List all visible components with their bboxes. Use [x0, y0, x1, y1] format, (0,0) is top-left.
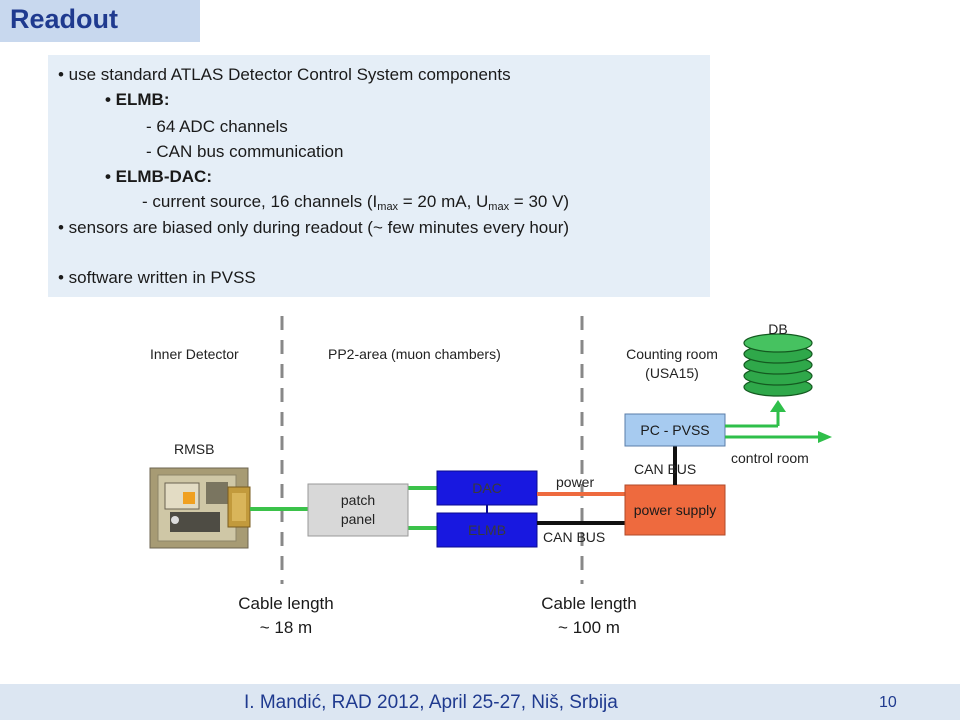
patch-panel-line1: patch	[340, 492, 376, 508]
footer-bar	[0, 684, 960, 720]
bullet-box	[48, 55, 710, 297]
counting-room-line2: (USA15)	[645, 365, 699, 381]
rmsb-label: RMSB	[174, 441, 215, 457]
patch-panel-line2: panel	[340, 511, 376, 527]
current-source-text-1: - current source, 16 channels (I	[142, 192, 378, 211]
bullet-elmb: • ELMB:	[105, 90, 170, 110]
control-room-arrow-head	[818, 431, 832, 443]
cable-length-18m-line2: ~ 18 m	[259, 618, 313, 637]
bullet-elmb-label: • ELMB:	[105, 90, 170, 109]
patch-panel-label: patch panel	[308, 484, 408, 536]
cable-length-100m-line1: Cable length	[541, 594, 637, 613]
bullet-elmb-dac: • ELMB-DAC:	[105, 167, 212, 187]
bullet-biased: • sensors are biased only during readout…	[58, 218, 570, 237]
cable-length-100m: Cable length ~ 100 m	[525, 594, 653, 638]
dac-box	[436, 470, 538, 506]
imax-subscript: max	[377, 201, 399, 213]
current-source-text-3: = 30 V)	[509, 192, 570, 211]
rmsb-board-image	[149, 467, 251, 549]
area-label-inner-detector: Inner Detector	[150, 346, 239, 362]
db-label: DB	[768, 321, 788, 337]
power-supply-box	[624, 484, 726, 536]
area-label-pp2: PP2-area (muon chambers)	[328, 346, 501, 362]
cable-length-100m-line2: ~ 100 m	[558, 618, 620, 637]
power-label: power	[556, 474, 595, 490]
slide-title: Readout	[10, 4, 118, 34]
db-stack	[743, 333, 813, 397]
power-supply-label: power supply	[633, 502, 717, 518]
footer-citation: I. Mandić, RAD 2012, April 25-27, Niš, S…	[244, 692, 618, 713]
umax-subscript: max	[488, 201, 510, 213]
db-arrow-head	[770, 400, 786, 412]
patch-panel-box	[307, 483, 409, 537]
pc-pvss-label: PC - PVSS	[640, 422, 710, 438]
bullet-dcs: • use standard ATLAS Detector Control Sy…	[58, 65, 511, 84]
elmb-label: ELMB	[467, 522, 507, 538]
cable-length-18m: Cable length ~ 18 m	[222, 594, 350, 638]
cable-length-18m-line1: Cable length	[238, 594, 334, 613]
control-room-label: control room	[731, 450, 809, 466]
can-bus-label-top: CAN BUS	[634, 461, 697, 477]
bullet-current-source: - current source, 16 channels (Imax = 20…	[142, 192, 570, 213]
bullet-adc-channels: - 64 ADC channels	[146, 117, 288, 136]
can-bus-label-bottom: CAN BUS	[543, 529, 606, 545]
current-source-text-2: = 20 mA, U	[398, 192, 489, 211]
bullet-elmb-dac-label: • ELMB-DAC:	[105, 167, 212, 186]
bullet-can-bus: - CAN bus communication	[146, 142, 344, 161]
dac-label: DAC	[472, 480, 502, 496]
pc-pvss-box	[624, 413, 726, 447]
counting-room-line1: Counting room	[626, 346, 718, 362]
title-banner	[0, 0, 200, 42]
page-number: 10	[879, 694, 897, 711]
elmb-box	[436, 512, 538, 548]
bullet-software: • software written in PVSS	[58, 268, 256, 287]
area-label-counting-room: Counting room (USA15)	[610, 346, 734, 381]
